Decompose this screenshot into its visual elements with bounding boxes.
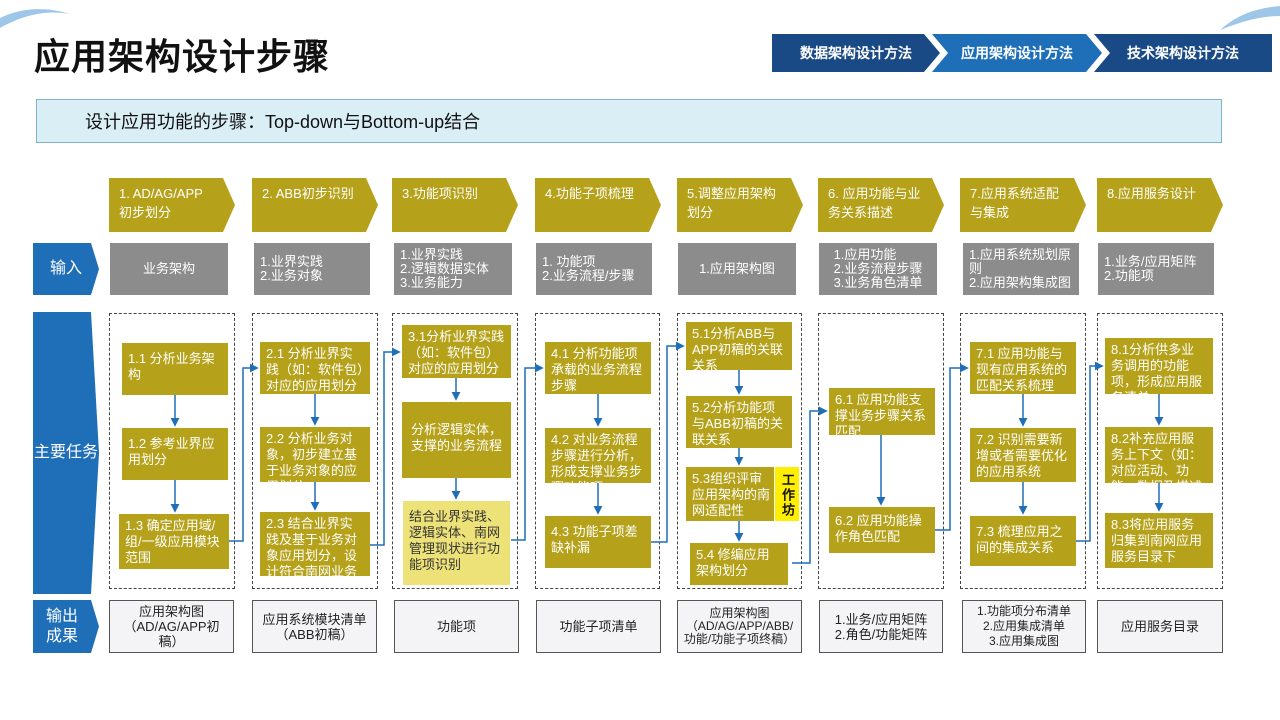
task-4-3: 4.3 功能子项差缺补漏 [545, 516, 651, 568]
input-text-8: 1.业务/应用矩阵 2.功能项 [1104, 254, 1197, 283]
output-text-3: 功能项 [436, 619, 476, 634]
subtitle-banner: 设计应用功能的步骤：Top-down与Bottom-up结合 [36, 99, 1222, 143]
subtitle-text: 设计应用功能的步骤：Top-down与Bottom-up结合 [85, 112, 481, 132]
task-6-2: 6.2 应用功能操作角色匹配 [829, 507, 935, 553]
input-text-6: 1.应用功能 2.业务流程步骤 3.业务角色清单 [833, 247, 923, 290]
nav-data-architecture[interactable]: 数据架构设计方法 [772, 34, 940, 72]
input-text-4: 1. 功能项 2.业务流程/步骤 [542, 254, 635, 283]
task-5-4: 5.4 修编应用架构划分 [690, 543, 788, 585]
input-box-2: 1.业界实践 2.业务对象 [254, 243, 370, 295]
task-8-1: 8.1分析供多业务调用的功能项，形成应用服务清单 [1105, 338, 1213, 394]
step-head-1: 1. AD/AG/APP初步划分 [109, 178, 235, 232]
corner-swoosh-left [0, 9, 70, 29]
input-text-3: 1.业界实践 2.逻辑数据实体 3.业务能力 [400, 247, 489, 290]
row-label-output: 输出成果 [33, 600, 99, 653]
output-box-7: 1.功能项分布清单 2.应用集成清单 3.应用集成图 [962, 600, 1086, 653]
output-text-1: 应用架构图（AD/AG/APP初稿） [123, 604, 220, 649]
step-head-4: 4.功能子项梳理 [535, 178, 661, 232]
task-1-3: 1.3 确定应用域/组/一级应用模块范围 [119, 514, 229, 569]
task-5-2: 5.2分析功能项与ABB初稿的关联关系 [686, 396, 792, 448]
output-text-5: 应用架构图（AD/AG/APP/ABB/功能/功能子项终稿） [683, 606, 796, 646]
task-3-2: 分析逻辑实体，支撑的业务流程 [402, 402, 511, 478]
step-head-8: 8.应用服务设计 [1097, 178, 1223, 232]
task-8-2: 8.2补充应用服务上下文（如：对应活动、功能、数据及描述等） [1105, 427, 1213, 483]
output-box-2: 应用系统模块清单（ABB初稿） [252, 600, 377, 653]
output-text-2: 应用系统模块清单（ABB初稿） [262, 611, 367, 642]
task-8-3: 8.3将应用服务归集到南网应用服务目录下 [1105, 513, 1213, 568]
step-head-3: 3.功能项识别 [392, 178, 518, 232]
workshop-badge: 工作坊 [775, 467, 799, 521]
input-text-7: 1.应用系统规划原则 2.应用架构集成图 [969, 247, 1071, 290]
step-head-2: 2. ABB初步识别 [252, 178, 378, 232]
task-4-1: 4.1 分析功能项承载的业务流程步骤 [545, 342, 651, 394]
task-2-1: 2.1 分析业界实践（如：软件包）对应的应用划分 [260, 342, 370, 394]
output-box-5: 应用架构图（AD/AG/APP/ABB/功能/功能子项终稿） [677, 600, 802, 653]
output-box-3: 功能项 [394, 600, 519, 653]
task-1-2: 1.2 参考业界应用划分 [122, 428, 228, 480]
input-box-3: 1.业界实践 2.逻辑数据实体 3.业务能力 [394, 243, 512, 295]
row-label-output-text: 输出成果 [45, 607, 78, 645]
row-label-tasks: 主要任务 [33, 312, 99, 594]
output-box-1: 应用架构图（AD/AG/APP初稿） [109, 600, 234, 653]
input-box-8: 1.业务/应用矩阵 2.功能项 [1098, 243, 1214, 295]
output-text-6: 1.业务/应用矩阵 2.角色/功能矩阵 [834, 611, 928, 642]
input-box-6: 1.应用功能 2.业务流程步骤 3.业务角色清单 [819, 243, 937, 295]
input-text-1: 业务架构 [142, 261, 195, 276]
row-label-input: 输入 [33, 243, 99, 295]
nav-application-architecture[interactable]: 应用架构设计方法 [932, 34, 1102, 72]
task-7-3: 7.3 梳理应用之间的集成关系 [970, 516, 1076, 566]
step-head-6: 6. 应用功能与业务关系描述 [818, 178, 944, 232]
task-2-2: 2.2 分析业务对象，初步建立基于业务对象的应用划分 [260, 427, 370, 482]
task-6-1: 6.1 应用功能支撑业务步骤关系匹配 [829, 388, 935, 435]
output-text-8: 应用服务目录 [1120, 619, 1199, 634]
task-1-1: 1.1 分析业务架构 [122, 343, 228, 395]
task-3-3: 结合业界实践、逻辑实体、南网管理现状进行功能项识别 [403, 501, 510, 585]
task-4-2: 4.2 对业务流程步骤进行分析，形成支撑业务步骤功能项 [545, 428, 651, 483]
task-2-3: 2.3 结合业界实践及基于业务对象应用划分，设计符合南网业务的应用ABB [260, 512, 370, 576]
output-box-8: 应用服务目录 [1097, 600, 1223, 653]
input-box-4: 1. 功能项 2.业务流程/步骤 [536, 243, 652, 295]
output-text-4: 功能子项清单 [559, 619, 638, 634]
nav-technology-architecture[interactable]: 技术架构设计方法 [1094, 34, 1272, 72]
step-head-5: 5.调整应用架构划分 [677, 178, 803, 232]
task-5-1: 5.1分析ABB与APP初稿的关联关系 [686, 322, 792, 370]
input-box-5: 1.应用架构图 [678, 243, 796, 295]
input-box-7: 1.应用系统规划原则 2.应用架构集成图 [963, 243, 1079, 295]
input-text-2: 1.业界实践 2.业务对象 [260, 254, 323, 283]
input-text-5: 1.应用架构图 [699, 261, 775, 276]
corner-swoosh-right [1220, 6, 1280, 30]
input-box-1: 业务架构 [110, 243, 228, 295]
output-box-6: 1.业务/应用矩阵 2.角色/功能矩阵 [819, 600, 943, 653]
output-box-4: 功能子项清单 [536, 600, 661, 653]
task-7-1: 7.1 应用功能与现有应用系统的匹配关系梳理 [970, 342, 1076, 394]
output-text-7: 1.功能项分布清单 2.应用集成清单 3.应用集成图 [976, 604, 1071, 648]
page-title: 应用架构设计步骤 [34, 37, 331, 78]
task-7-2: 7.2 识别需要新增或者需要优化的应用系统 [970, 428, 1076, 482]
task-5-3: 5.3组织评审应用架构的南网适配性 [686, 467, 774, 521]
task-3-1: 3.1分析业界实践（如：软件包）对应的应用划分 [402, 325, 511, 378]
step-head-7: 7.应用系统适配与集成 [960, 178, 1086, 232]
